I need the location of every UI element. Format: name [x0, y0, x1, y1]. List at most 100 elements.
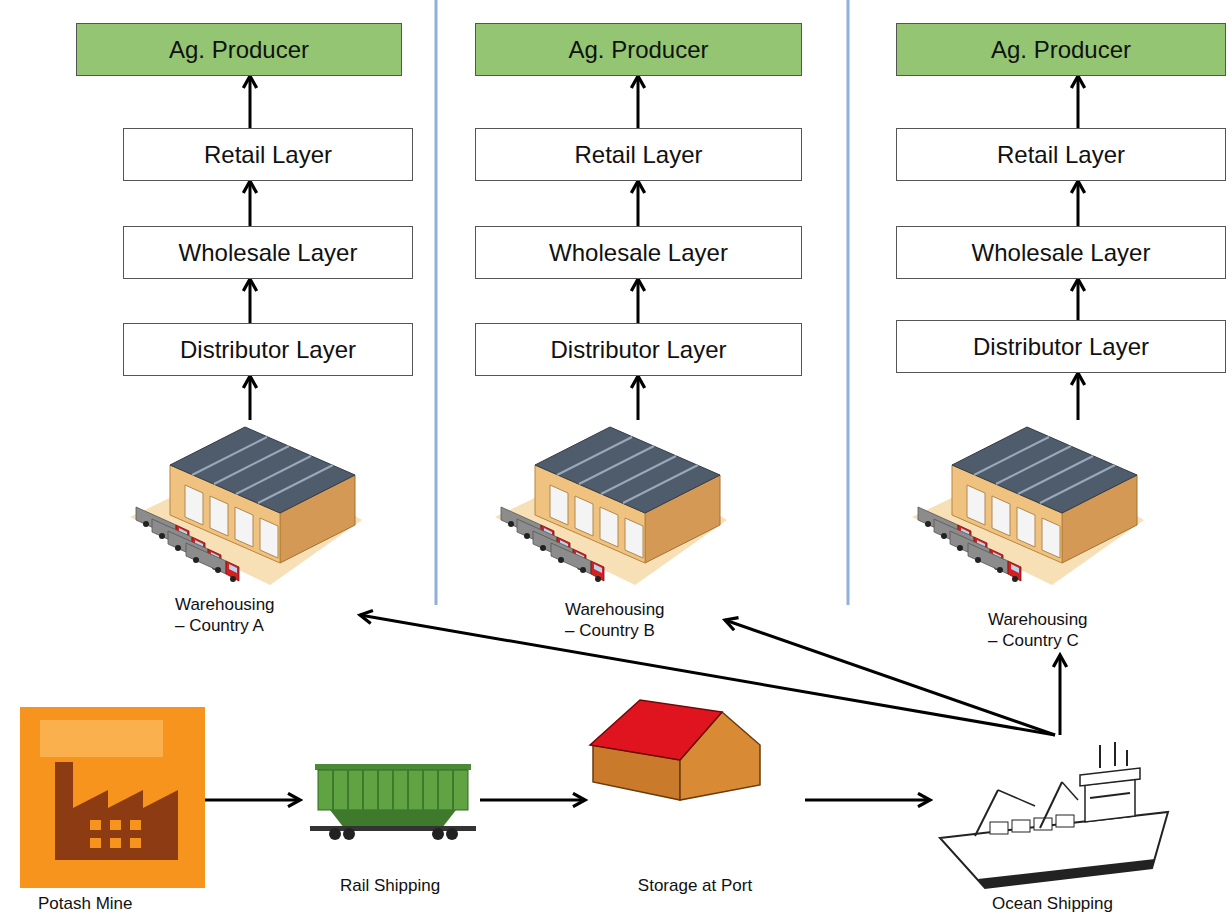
column-dividers	[436, 0, 848, 605]
box-label: Ag. Producer	[991, 36, 1131, 64]
ship-icon	[1114, 742, 1116, 766]
box-label: Retail Layer	[204, 141, 332, 169]
layer-box: Distributor Layer	[475, 323, 802, 376]
rail-car-icon	[318, 770, 468, 810]
ship-icon	[1126, 750, 1128, 766]
rail-car-icon	[407, 770, 409, 810]
flow-arrow	[637, 376, 640, 420]
layer-box: Retail Layer	[896, 128, 1226, 181]
flow-arrow	[1077, 279, 1080, 320]
ship-icon	[1040, 782, 1062, 828]
layer-box: Distributor Layer	[896, 320, 1226, 373]
box-label: Wholesale Layer	[549, 239, 728, 267]
box-label: Retail Layer	[997, 141, 1125, 169]
mine-icon	[40, 720, 163, 757]
column-dividers	[435, 0, 438, 605]
box-label: Retail Layer	[574, 141, 702, 169]
flow-arrow	[249, 76, 252, 128]
rail-car-icon	[432, 828, 444, 840]
node-label: Warehousing – Country A	[175, 595, 287, 636]
illustrated-node: Storage at Port	[585, 690, 805, 900]
mine-icon	[90, 820, 101, 830]
rail-car-icon	[343, 828, 355, 840]
mine-icon	[20, 707, 205, 888]
warehouse-icon	[912, 427, 1144, 585]
rail-car-icon	[315, 764, 471, 770]
warehouse-icon	[130, 427, 362, 585]
rail-car-icon	[362, 770, 364, 810]
flow-arrow	[1077, 76, 1080, 128]
rail-car-icon	[347, 770, 349, 810]
rail-car-icon	[437, 770, 439, 810]
ship-icon	[1062, 782, 1078, 800]
ship-icon	[978, 859, 1155, 888]
layer-box: Wholesale Layer	[475, 226, 802, 279]
box-label: Distributor Layer	[550, 336, 726, 364]
flow-arrow	[1059, 655, 1062, 735]
ship-icon	[940, 742, 1168, 888]
mine-icon	[110, 838, 121, 848]
illustrated-node: Warehousing – Country A	[130, 420, 360, 640]
rail-car-icon	[329, 828, 341, 840]
flow-arrow	[249, 181, 252, 226]
node-label: Warehousing – Country B	[565, 600, 677, 641]
flow-arrow	[637, 76, 640, 128]
rail-car-icon	[392, 770, 394, 810]
node-label: Ocean Shipping	[992, 894, 1113, 914]
layer-box: Distributor Layer	[123, 323, 413, 376]
flow-arrow	[805, 799, 930, 802]
ship-icon	[940, 812, 1168, 888]
mine-icon	[110, 820, 121, 830]
rail-car-icon	[452, 770, 454, 810]
ship-icon	[1099, 745, 1101, 768]
box-label: Wholesale Layer	[179, 239, 358, 267]
mine-icon	[90, 838, 101, 848]
box-label: Wholesale Layer	[972, 239, 1151, 267]
port-storage-icon	[590, 700, 722, 760]
warehouse-icon	[495, 427, 727, 585]
layer-box: Retail Layer	[475, 128, 802, 181]
port-storage-icon	[590, 700, 760, 800]
ship-icon	[1090, 793, 1130, 798]
mine-icon	[20, 707, 205, 888]
ship-icon	[998, 790, 1035, 806]
ship-icon	[1080, 768, 1140, 786]
rail-car-icon	[310, 764, 476, 840]
node-label: Warehousing – Country C	[988, 610, 1100, 651]
rail-car-icon	[332, 770, 334, 810]
illustrated-node: Warehousing – Country C	[910, 420, 1145, 655]
box-label: Distributor Layer	[180, 336, 356, 364]
flow-arrow	[249, 376, 252, 420]
flow-arrow	[360, 615, 1055, 735]
producer-box: Ag. Producer	[475, 23, 802, 76]
flow-arrow	[480, 799, 585, 802]
box-label: Ag. Producer	[568, 36, 708, 64]
mine-icon	[55, 762, 178, 860]
ship-icon	[1012, 820, 1030, 832]
flow-arrow	[637, 279, 640, 323]
ship-icon	[990, 822, 1008, 834]
illustrated-node: Rail Shipping	[300, 755, 480, 900]
flow-arrow	[205, 799, 300, 802]
flow-arrow	[1077, 373, 1080, 420]
mine-icon	[130, 820, 141, 830]
rail-car-icon	[377, 770, 379, 810]
producer-box: Ag. Producer	[76, 23, 402, 76]
illustrated-node: Potash Mine	[20, 705, 205, 918]
column-dividers	[847, 0, 850, 605]
box-label: Ag. Producer	[169, 36, 309, 64]
mine-icon	[130, 838, 141, 848]
node-label: Rail Shipping	[340, 876, 440, 896]
illustrated-node: Warehousing – Country B	[490, 420, 725, 645]
rail-car-icon	[422, 770, 424, 810]
layer-box: Wholesale Layer	[123, 226, 413, 279]
flow-arrow	[249, 279, 252, 323]
node-label: Potash Mine	[38, 894, 133, 914]
ship-icon	[975, 790, 998, 836]
rail-car-icon	[446, 828, 458, 840]
producer-box: Ag. Producer	[896, 23, 1226, 76]
box-label: Distributor Layer	[973, 333, 1149, 361]
node-label: Storage at Port	[638, 876, 752, 896]
flow-arrow	[1077, 181, 1080, 226]
